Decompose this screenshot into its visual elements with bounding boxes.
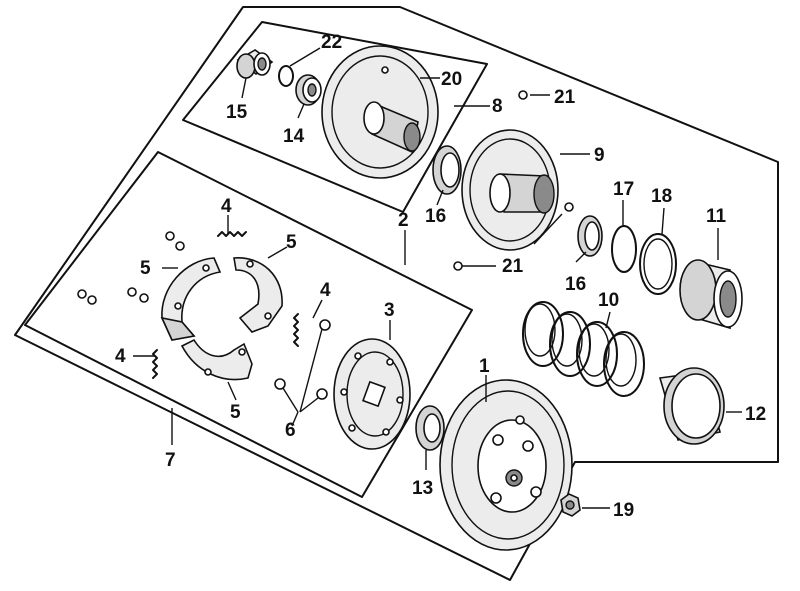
clutch-plate-part <box>333 338 411 450</box>
clutch-outer-part <box>439 379 573 551</box>
callout-7: 7 <box>165 450 176 471</box>
callout-5-bottom: 5 <box>230 402 241 423</box>
oil-seal-lower-inner <box>584 221 600 251</box>
pin-21-mid <box>564 202 574 212</box>
sliding-driven-face-part <box>461 129 559 251</box>
callout-21-upper: 21 <box>554 87 576 108</box>
clutch-shoe-right-part <box>233 257 283 333</box>
callout-16-upper: 16 <box>425 206 446 227</box>
callout-3: 3 <box>384 300 395 321</box>
seal-collar-part <box>679 259 743 330</box>
circlip-part <box>278 65 294 87</box>
shoe-pins-part <box>274 319 331 413</box>
callout-12: 12 <box>745 404 766 425</box>
callout-15: 15 <box>226 102 248 123</box>
clutch-shoe-group-box <box>24 151 473 498</box>
callout-9: 9 <box>594 145 605 166</box>
clutch-shoe-left-part <box>160 257 222 341</box>
callout-14: 14 <box>283 126 305 147</box>
callout-5-right: 5 <box>286 232 297 253</box>
callout-4-left: 4 <box>115 346 126 367</box>
callout-5-left: 5 <box>140 258 151 279</box>
callout-18: 18 <box>651 186 672 207</box>
loose-washers <box>77 231 185 305</box>
pin-21-upper <box>518 90 528 100</box>
callout-22: 22 <box>321 32 342 53</box>
oil-seal-upper-part <box>432 145 462 195</box>
driven-face-part <box>321 45 439 179</box>
callout-16-lower: 16 <box>565 274 586 295</box>
needle-bearing-part <box>236 49 274 79</box>
o-ring-17-part <box>611 225 637 273</box>
bearing-part <box>295 74 322 106</box>
spring-seat-part <box>658 367 725 445</box>
callout-17: 17 <box>613 179 634 200</box>
washer-13-part <box>415 405 445 451</box>
callout-21-lower: 21 <box>502 256 524 277</box>
torque-spring-part <box>522 301 645 397</box>
callout-4-upper: 4 <box>221 196 232 217</box>
pin-21-lower <box>453 261 463 271</box>
leader-lines <box>133 47 742 509</box>
callout-10: 10 <box>598 290 619 311</box>
callout-11: 11 <box>706 206 727 227</box>
o-ring-18-part <box>639 233 677 295</box>
clutch-spring-right <box>293 313 299 347</box>
callout-13: 13 <box>412 478 433 499</box>
clutch-shoe-bottom-part <box>180 338 253 381</box>
callout-20: 20 <box>441 69 462 90</box>
callout-8: 8 <box>492 96 503 117</box>
nut-part <box>560 493 581 517</box>
callout-4-right: 4 <box>320 280 331 301</box>
pulley-group-box <box>182 21 488 213</box>
callout-1: 1 <box>479 356 490 377</box>
clutch-spring-upper <box>217 231 247 237</box>
clutch-spring-left <box>152 349 158 379</box>
callout-19: 19 <box>613 500 634 521</box>
callout-2: 2 <box>398 210 409 231</box>
outer-assembly-frame <box>14 6 779 581</box>
o-ring-18-inner <box>643 238 673 290</box>
callout-6: 6 <box>285 420 296 441</box>
